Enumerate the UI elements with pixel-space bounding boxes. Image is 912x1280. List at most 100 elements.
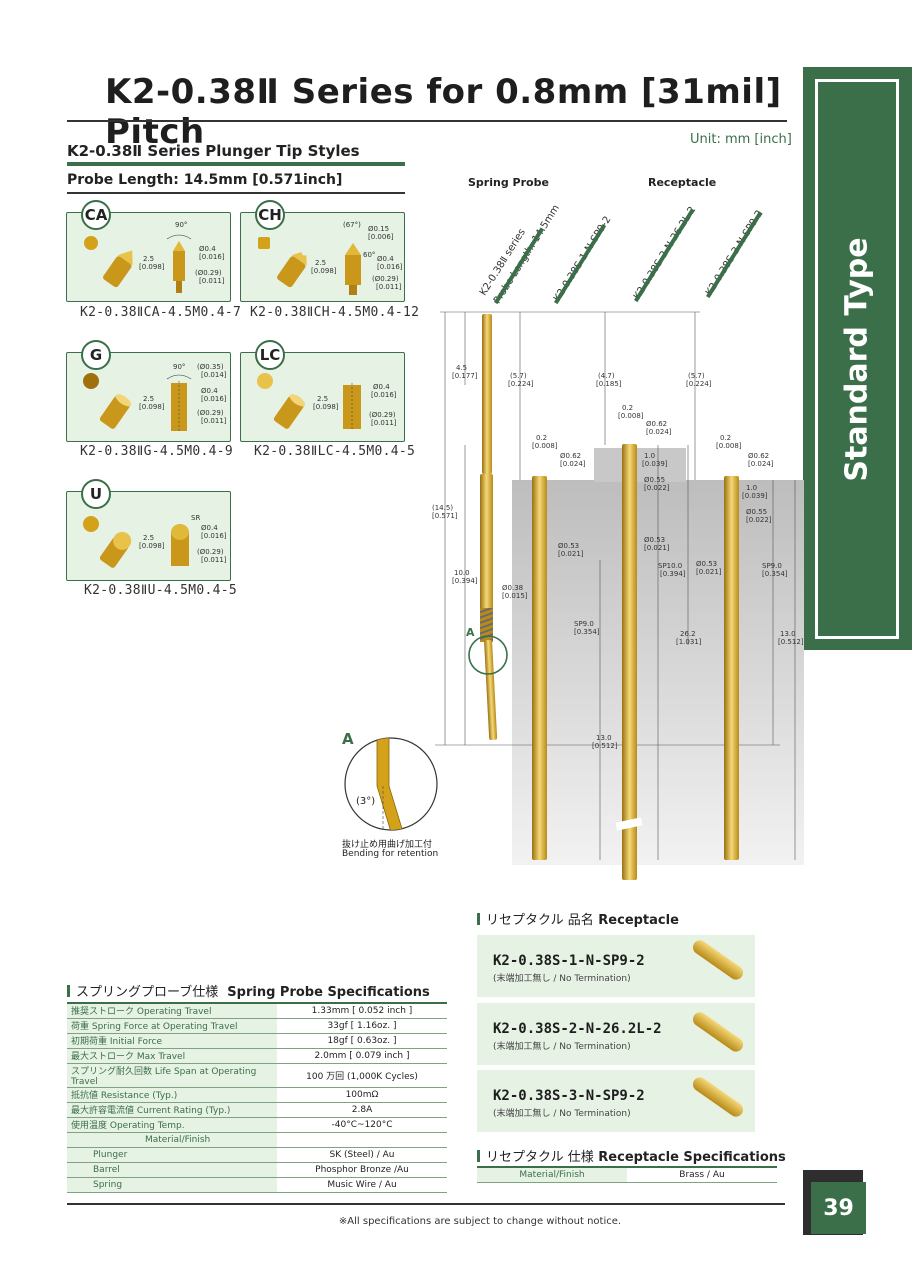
dim-label: [0.224] bbox=[508, 380, 534, 388]
tip-card-lc: LC Ø0.4 [0.016] 2.5 [0.098] (Ø0.29) [0.0… bbox=[240, 340, 405, 442]
receptacle-material-label: Material/Finish bbox=[477, 1168, 627, 1183]
receptacle-name: K2-0.38S-2-N-26.2L-2 bbox=[493, 1021, 662, 1037]
receptacle-spec-rule bbox=[477, 1166, 777, 1168]
unit-label: Unit: mm [inch] bbox=[690, 132, 792, 147]
dim-label: (14.5) bbox=[432, 504, 454, 512]
dim-label: (5.7) bbox=[688, 372, 705, 380]
detail-view bbox=[344, 737, 438, 831]
dim-label: SP10.0 bbox=[658, 562, 683, 570]
material-key: Spring bbox=[67, 1177, 277, 1193]
receptacle-specs-heading: リセプタクル 仕様 Receptacle Specifications bbox=[477, 1146, 786, 1165]
receptacle-2 bbox=[622, 444, 637, 880]
side-tab-text-wrap: Standard Type bbox=[815, 79, 899, 639]
dim-label: Ø0.62 bbox=[748, 452, 770, 460]
dim-label: 90° bbox=[175, 221, 188, 229]
receptacle-card: K2-0.38S-1-N-SP9-2 (末端加工無し / No Terminat… bbox=[477, 935, 755, 997]
heading-en: Spring Probe Specifications bbox=[227, 985, 430, 1000]
tip-badge-g: G bbox=[81, 340, 111, 370]
receptacle-tube-image bbox=[690, 1009, 746, 1055]
spec-value: 100mΩ bbox=[277, 1087, 447, 1103]
dim-label: SR bbox=[191, 514, 201, 522]
tip-label-ch: K2-0.38ⅡCH-4.5M0.4-12 bbox=[250, 305, 420, 320]
material-key: Barrel bbox=[67, 1162, 277, 1178]
dim-label: [0.011] bbox=[371, 419, 397, 427]
dim-label: Ø0.62 bbox=[646, 420, 668, 428]
dim-label: [0.022] bbox=[746, 516, 772, 524]
tip-g-drawing bbox=[83, 373, 192, 433]
tip-styles-heading: K2-0.38Ⅱ Series Plunger Tip Styles bbox=[67, 142, 360, 160]
probe-length: Probe Length: 14.5mm [0.571inch] bbox=[67, 172, 343, 188]
dim-label: Ø0.53 bbox=[644, 536, 666, 544]
tip-badge-ca: CA bbox=[81, 200, 111, 230]
spec-value: 2.0mm [ 0.079 inch ] bbox=[277, 1048, 447, 1064]
dim-label: 1.0 bbox=[746, 484, 758, 492]
heading-jp: リセプタクル 品名 bbox=[486, 913, 594, 928]
dim-label: [0.011] bbox=[376, 283, 402, 291]
dim-label: [0.011] bbox=[201, 556, 227, 564]
probe-length-rule bbox=[67, 192, 405, 194]
dim-label: [0.024] bbox=[748, 460, 774, 468]
dim-label: (Ø0.29) bbox=[372, 275, 399, 283]
dim-label: Ø0.53 bbox=[696, 560, 718, 568]
dim-label: Ø0.4 bbox=[199, 245, 216, 253]
dim-label: (Ø0.35) bbox=[197, 363, 224, 371]
spec-value-empty bbox=[277, 1132, 447, 1148]
spec-value: 2.8A bbox=[277, 1102, 447, 1118]
tip-label-g: K2-0.38ⅡG-4.5M0.4-9 bbox=[80, 444, 233, 459]
dim-label: [0.008] bbox=[618, 412, 644, 420]
dim-label: [0.039] bbox=[742, 492, 768, 500]
dim-label: [0.006] bbox=[368, 233, 394, 241]
dim-label: SP9.0 bbox=[762, 562, 782, 570]
tip-u-drawing bbox=[83, 516, 189, 568]
probe-plunger bbox=[482, 314, 492, 474]
spring-probe-label: Spring Probe bbox=[468, 176, 549, 189]
spring-specs-heading: スプリングプローブ仕様 Spring Probe Specifications bbox=[67, 981, 430, 1000]
page-title: K2-0.38Ⅱ Series for 0.8mm [31mil] Pitch bbox=[105, 72, 782, 152]
tip-label-u: K2-0.38ⅡU-4.5M0.4-5 bbox=[84, 583, 237, 598]
spec-key: 最大許容電流値 Current Rating (Typ.) bbox=[67, 1102, 277, 1118]
receptacle-card: K2-0.38S-2-N-26.2L-2 (末端加工無し / No Termin… bbox=[477, 1003, 755, 1065]
material-value: Phosphor Bronze /Au bbox=[277, 1162, 447, 1178]
dim-label: [0.354] bbox=[574, 628, 600, 636]
dim-label: [0.098] bbox=[139, 403, 165, 411]
heading-jp: リセプタクル 仕様 bbox=[486, 1150, 594, 1165]
dim-label: [0.021] bbox=[644, 544, 670, 552]
dim-label: (Ø0.29) bbox=[197, 548, 224, 556]
material-title: Material/Finish bbox=[67, 1132, 277, 1148]
dim-label: 2.5 bbox=[143, 534, 155, 542]
footer-rule bbox=[67, 1203, 785, 1205]
tip-card-ca: CA 90° Ø0.4 [0.016] 2.5 [0.098] (Ø0.29) … bbox=[66, 200, 231, 302]
tip-lc-drawing bbox=[257, 373, 361, 431]
tip-badge-ch: CH bbox=[255, 200, 285, 230]
spec-value: 33gf [ 1.16oz. ] bbox=[277, 1018, 447, 1034]
receptacle-material-value: Brass / Au bbox=[627, 1168, 777, 1183]
dim-label: Ø0.53 bbox=[558, 542, 580, 550]
dim-label: 2.5 bbox=[317, 395, 329, 403]
probe-barrel bbox=[480, 474, 493, 614]
dim-label: Ø0.38 bbox=[502, 584, 524, 592]
table-row: Material/Finish bbox=[67, 1132, 447, 1148]
dim-label: [0.008] bbox=[532, 442, 558, 450]
dim-label: [0.011] bbox=[201, 417, 227, 425]
detail-note-jp: 抜け止め用曲げ加工付 bbox=[342, 840, 433, 850]
dim-label: (4.7) bbox=[598, 372, 615, 380]
spec-value: 1.33mm [ 0.052 inch ] bbox=[277, 1002, 447, 1019]
dim-label: [0.014] bbox=[201, 371, 227, 379]
dim-label: 0.2 bbox=[536, 434, 548, 442]
dim-label: 60° bbox=[363, 251, 376, 259]
detail-angle: (3°) bbox=[356, 796, 376, 807]
tip-label-lc: K2-0.38ⅡLC-4.5M0.4-5 bbox=[254, 444, 416, 459]
tip-ca-drawing bbox=[84, 234, 192, 293]
dim-label: 90° bbox=[173, 363, 186, 371]
tip-label-ca: K2-0.38ⅡCA-4.5M0.4-7 bbox=[80, 305, 242, 320]
title-divider bbox=[67, 120, 787, 122]
footer-note: ※All specifications are subject to chang… bbox=[338, 1216, 622, 1227]
receptacle-card: K2-0.38S-3-N-SP9-2 (末端加工無し / No Terminat… bbox=[477, 1070, 755, 1132]
dim-label: Ø0.4 bbox=[377, 255, 394, 263]
tip-card-g: G 90° (Ø0.35) [0.014] Ø0.4 [0.016] 2.5 [… bbox=[66, 340, 231, 442]
dim-label: Ø0.4 bbox=[201, 387, 218, 395]
